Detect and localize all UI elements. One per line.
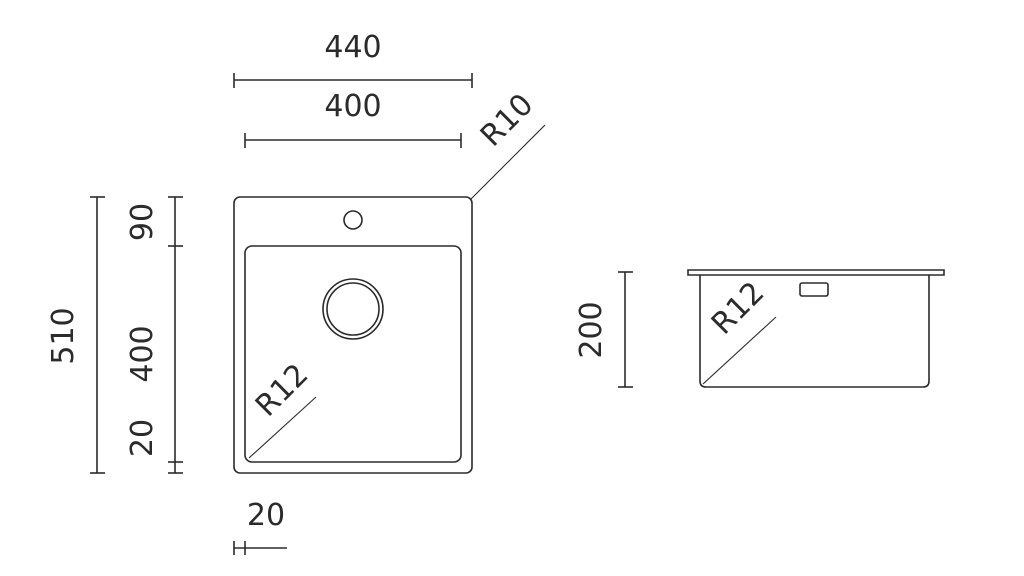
total-width-label: 440 [324, 30, 381, 65]
bowl-outline [244, 245, 462, 463]
dimension-total-depth: 510 [46, 196, 105, 474]
bowl-radius-leader [248, 396, 317, 459]
total-depth-label: 510 [46, 307, 81, 364]
dimension-segmented-depth: 90 400 20 [125, 196, 183, 474]
outer-corner-radius: R10 [469, 87, 546, 201]
tap-hole [343, 210, 363, 230]
inner-width-label: 400 [324, 89, 381, 124]
drain-icon [322, 278, 384, 340]
dimension-bowl-height: 200 [574, 271, 633, 388]
bowl-side-profile [699, 275, 930, 388]
bowl-length-label: 400 [125, 325, 160, 382]
dimension-inner-width: 400 [244, 89, 462, 148]
sink-rim-profile [687, 269, 945, 276]
dimension-total-width: 440 [233, 30, 473, 88]
bowl-radius-top-label: R12 [249, 357, 315, 423]
side-ledge-label: 20 [247, 498, 285, 533]
side-radius-leader [702, 316, 777, 385]
back-ledge-label: 90 [125, 203, 160, 241]
overflow-slot [799, 282, 829, 297]
sink-outer-outline [233, 196, 473, 474]
sink-side-view: R12 [687, 269, 945, 388]
outer-radius-label: R10 [474, 87, 540, 153]
bowl-radius-side-label: R12 [705, 275, 771, 341]
bowl-height-label: 200 [574, 301, 609, 358]
dimension-side-ledge: 20 [233, 498, 287, 555]
radius-leader-line [469, 124, 546, 201]
front-ledge-label: 20 [125, 419, 160, 457]
sink-top-view: R12 [233, 196, 473, 474]
